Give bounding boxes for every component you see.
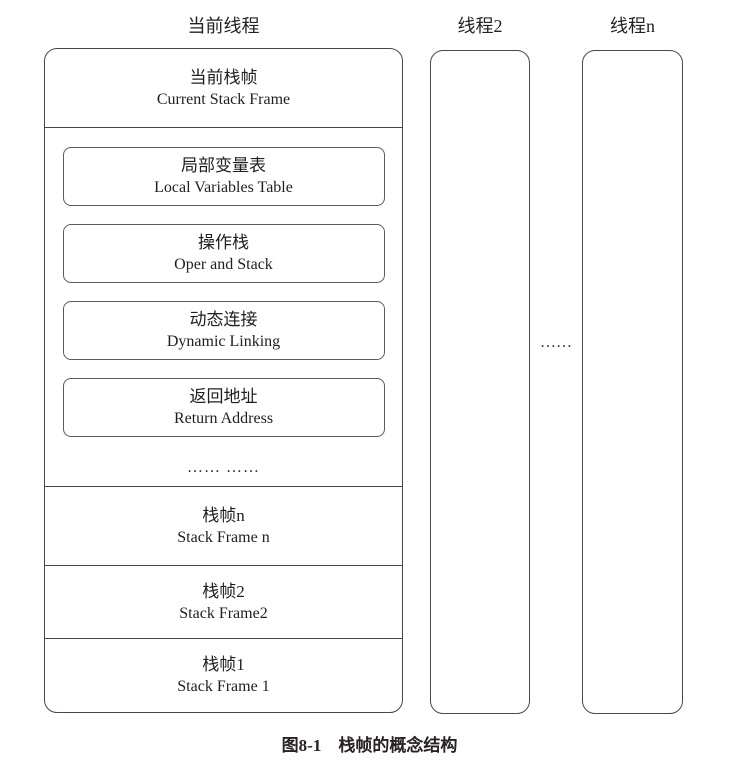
frame-parts-ellipsis: …… ……: [187, 458, 260, 476]
local-variables-table-label-en: Local Variables Table: [154, 179, 293, 196]
thread-2-stack-box: [430, 50, 530, 714]
stack-frame-n-section: 栈帧n Stack Frame n: [45, 487, 402, 566]
stack-frame-2-section: 栈帧2 Stack Frame2: [45, 566, 402, 639]
operand-stack-label-zh: 操作栈: [198, 233, 249, 252]
operand-stack-box: 操作栈 Oper and Stack: [62, 224, 385, 283]
current-stack-frame-section: 当前栈帧 Current Stack Frame: [45, 49, 402, 128]
frame-detail-section: 局部变量表 Local Variables Table 操作栈 Oper and…: [45, 128, 402, 487]
current-thread-header: 当前线程: [187, 16, 260, 36]
stack-frame-2-label-zh: 栈帧2: [202, 581, 245, 601]
local-variables-table-box: 局部变量表 Local Variables Table: [62, 147, 385, 206]
current-stack-frame-label-en: Current Stack Frame: [156, 90, 291, 108]
stack-frame-n-label-en: Stack Frame n: [177, 528, 270, 546]
stack-frame-1-label-zh: 栈帧1: [202, 655, 245, 674]
return-address-box: 返回地址 Return Address: [62, 378, 385, 437]
figure-caption: 图8-1 栈帧的概念结构: [281, 736, 458, 755]
current-stack-frame-label-zh: 当前栈帧: [189, 67, 258, 87]
current-thread-stack-box: 当前栈帧 Current Stack Frame 局部变量表 Local Var…: [44, 48, 403, 713]
stack-frame-1-section: 栈帧1 Stack Frame 1: [45, 639, 402, 712]
thread-n-header: 线程n: [610, 16, 655, 36]
dynamic-linking-box: 动态连接 Dynamic Linking: [62, 301, 385, 360]
between-threads-ellipsis: ……: [540, 334, 572, 351]
stack-frame-n-label-zh: 栈帧n: [202, 505, 245, 525]
return-address-label-zh: 返回地址: [189, 387, 258, 406]
operand-stack-label-en: Oper and Stack: [174, 256, 273, 273]
thread-n-stack-box: [582, 50, 683, 714]
thread-2-header: 线程2: [457, 16, 503, 36]
stack-frame-2-label-en: Stack Frame2: [179, 604, 268, 622]
dynamic-linking-label-zh: 动态连接: [189, 310, 258, 329]
return-address-label-en: Return Address: [173, 410, 274, 427]
local-variables-table-label-zh: 局部变量表: [181, 156, 266, 175]
dynamic-linking-label-en: Dynamic Linking: [166, 333, 281, 350]
stack-frame-1-label-en: Stack Frame 1: [177, 678, 270, 695]
